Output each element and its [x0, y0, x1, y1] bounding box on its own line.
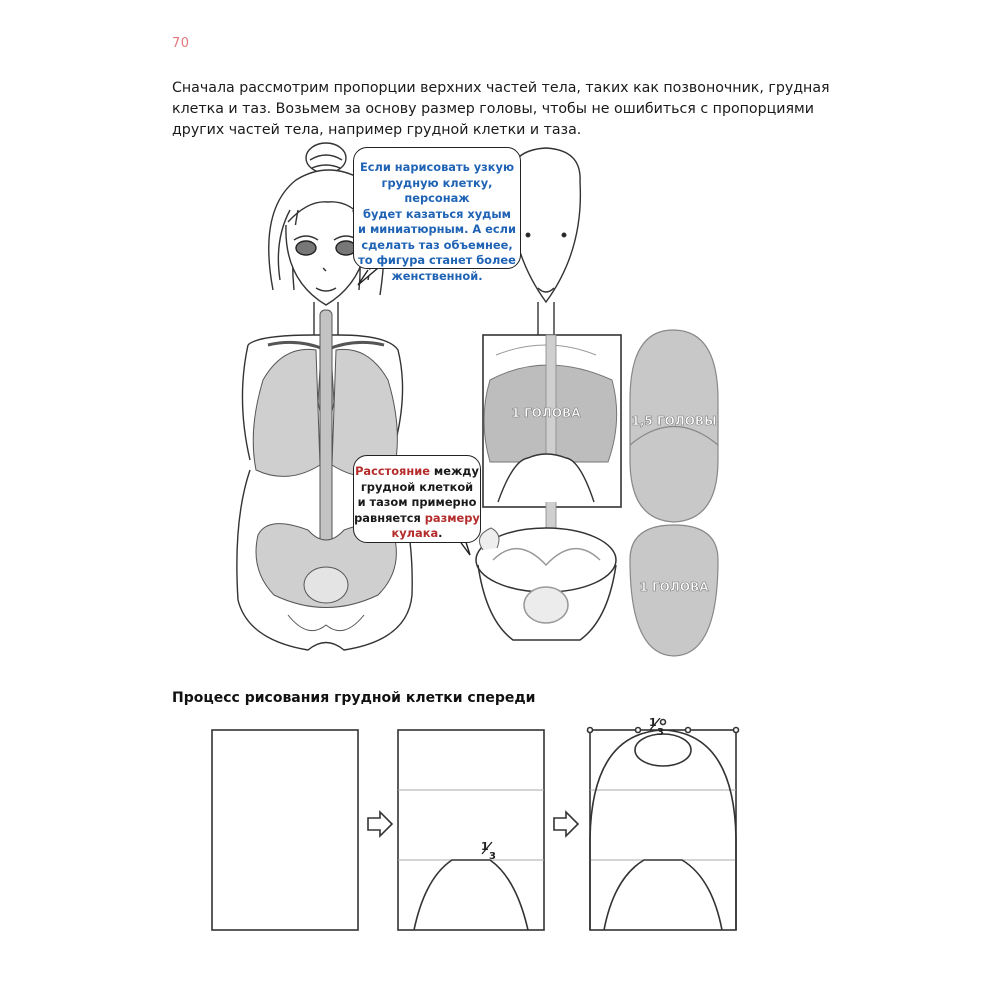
speech-bubble-ribcage: Если нарисовать узкую грудную клетку, пе… — [353, 147, 521, 269]
fraction-denominator: 3 — [489, 851, 496, 862]
arrow-right-icon — [368, 812, 392, 836]
step-2-diagram — [398, 730, 544, 930]
intro-paragraph: Сначала рассмотрим пропорции верхних час… — [172, 78, 832, 141]
bubble-line: кулака. — [354, 526, 480, 542]
bubble-text: . — [438, 526, 442, 540]
pelvis-bowl — [476, 528, 616, 640]
bubble-line: женственной. — [354, 269, 520, 285]
bubble-line: и миниатюрным. А если — [354, 222, 520, 238]
highlight-word: размеру — [425, 511, 480, 525]
highlight-word: кулака — [392, 526, 439, 540]
bubble-line: Если нарисовать узкую — [354, 160, 520, 176]
oval-1-5-label: 1,5 ГОЛОВЫ — [631, 414, 716, 428]
oval-1-label: 1 ГОЛОВА — [640, 580, 710, 594]
bubble-line: то фигура станет более — [354, 253, 520, 269]
head-ovals — [630, 330, 718, 656]
bubble-line: грудную клетку, персонаж — [354, 176, 520, 207]
fraction-denominator: 3 — [657, 727, 664, 738]
ribcage-steps-diagram: 1 3 1 3 — [200, 718, 760, 948]
arrow-right-icon — [554, 812, 578, 836]
section-title: Процесс рисования грудной клетки спереди — [172, 690, 536, 706]
bubble-text: равняется — [354, 511, 425, 525]
speech-bubble-fist: Расстояние между грудной клеткой и тазом… — [353, 455, 481, 543]
bubble-line: равняется размеру — [354, 511, 480, 527]
ribcage-head-shape — [484, 335, 617, 545]
step-1-rectangle — [212, 730, 358, 930]
step-3-diagram — [588, 720, 739, 931]
bubble-text: между — [430, 464, 479, 478]
fraction-label: 1 3 — [481, 840, 496, 862]
bubble-line: сделать таз объемнее, — [354, 238, 520, 254]
ribcage-head-label: 1 ГОЛОВА — [512, 406, 582, 420]
highlight-word: Расстояние — [355, 464, 430, 478]
bubble-line: Расстояние между — [354, 464, 480, 480]
page-number: 70 — [172, 36, 190, 51]
bubble-line: грудной клеткой — [354, 480, 480, 496]
bubble-line: и тазом примерно — [354, 495, 480, 511]
bubble-line: будет казаться худым — [354, 207, 520, 223]
